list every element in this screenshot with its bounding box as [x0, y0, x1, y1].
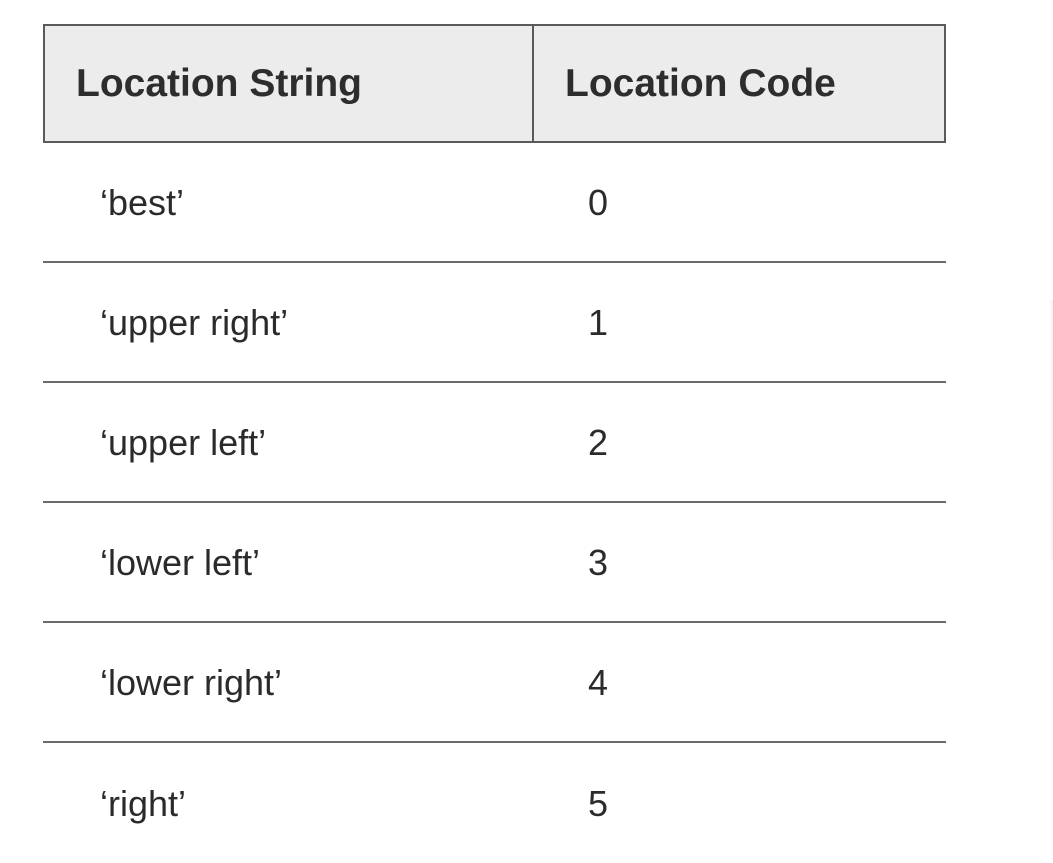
page-edge-shadow — [1049, 300, 1053, 560]
location-string-cell: ‘best’ — [100, 182, 185, 223]
location-string-cell: ‘upper right’ — [100, 302, 289, 343]
location-code-cell: 0 — [588, 182, 609, 223]
table-row: ‘lower right’ 4 — [43, 623, 946, 743]
location-string-cell: ‘right’ — [100, 783, 187, 824]
location-code-cell: 5 — [588, 783, 609, 824]
location-string-cell: ‘lower right’ — [100, 662, 283, 703]
table-row: ‘upper left’ 2 — [43, 383, 946, 503]
table-row: ‘right’ 5 — [43, 743, 946, 863]
location-string-cell: ‘lower left’ — [100, 542, 261, 583]
column-header-location-string: Location String — [45, 26, 534, 141]
location-code-cell: 2 — [588, 422, 609, 463]
table-header-row: Location String Location Code — [43, 24, 946, 143]
location-code-cell: 3 — [588, 542, 609, 583]
location-table: Location String Location Code ‘best’ 0 ‘… — [43, 24, 946, 863]
location-code-cell: 1 — [588, 302, 609, 343]
table-row: ‘upper right’ 1 — [43, 263, 946, 383]
table-row: ‘lower left’ 3 — [43, 503, 946, 623]
column-header-location-code: Location Code — [565, 61, 836, 105]
location-string-cell: ‘upper left’ — [100, 422, 267, 463]
location-code-cell: 4 — [588, 662, 609, 703]
table-row: ‘best’ 0 — [43, 143, 946, 263]
